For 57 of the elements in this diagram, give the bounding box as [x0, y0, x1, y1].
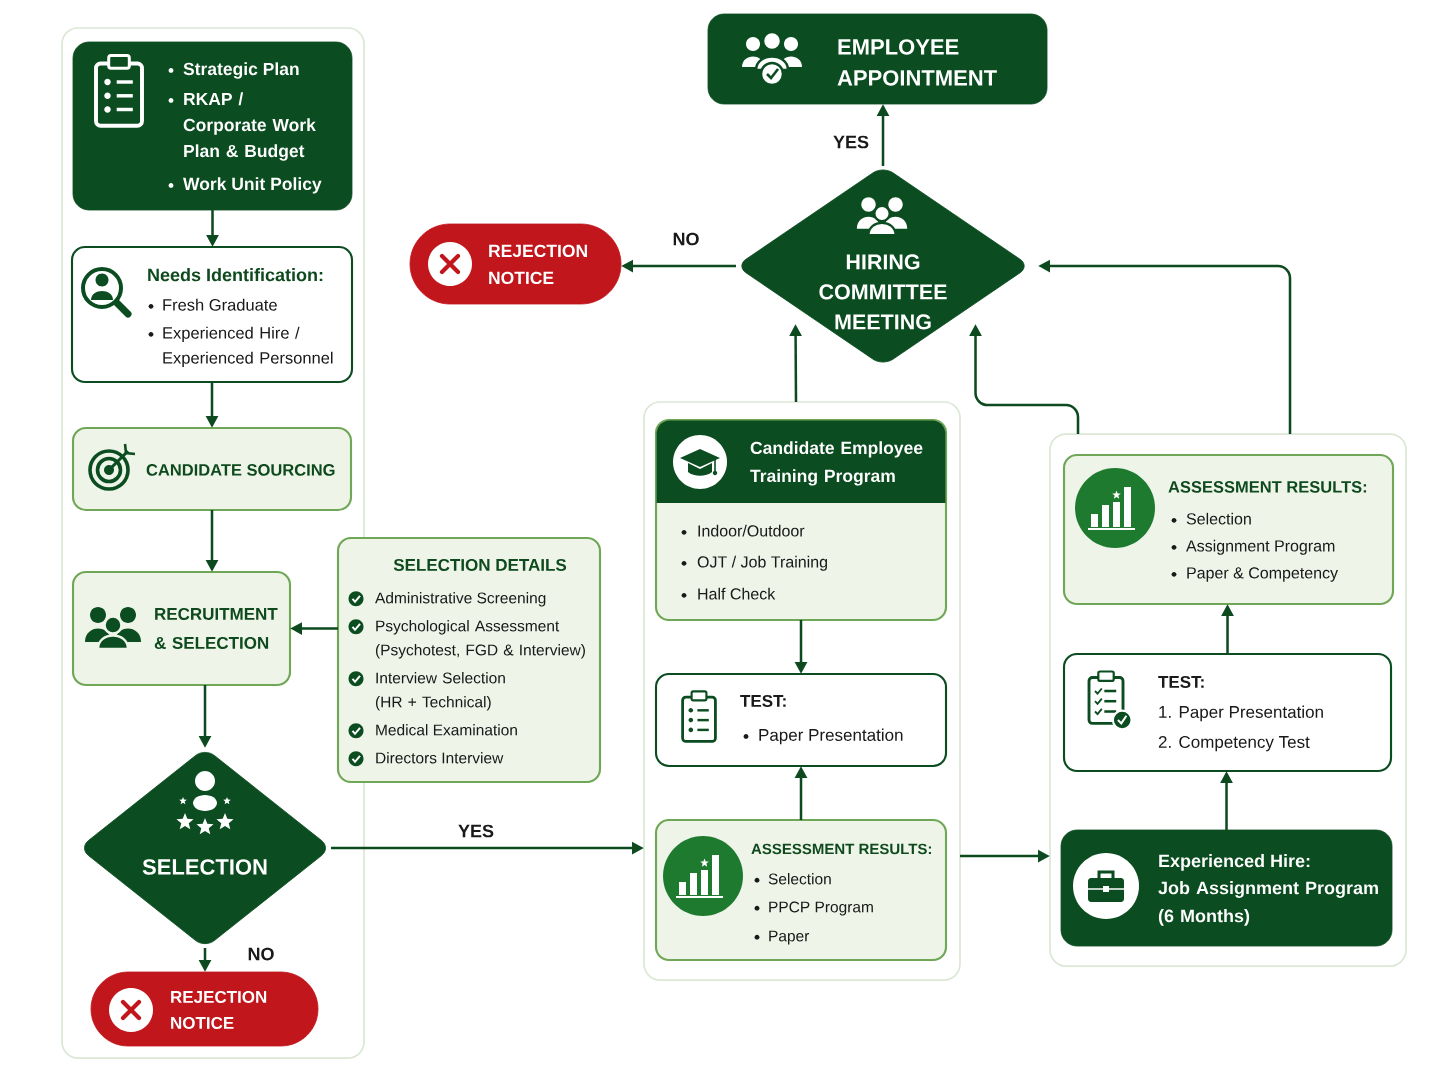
list-item: Paper Presentation [759, 728, 903, 745]
list-item: Experienced Hire / Experienced Personnel [163, 326, 333, 368]
list-item: Selection [1186, 512, 1251, 525]
list-item: Work Unit Policy [183, 177, 322, 194]
step-title: REJECTION NOTICE [489, 244, 587, 285]
process-box [71, 570, 292, 687]
terminal-box [90, 971, 319, 1047]
list-item: Directors Interview [376, 752, 504, 764]
terminal-box [409, 223, 622, 305]
step-title: Job Assignment Program (6 Months) [1158, 881, 1378, 926]
list-item: 2. Competency Test [1158, 735, 1310, 752]
heading: Needs Identification: [148, 268, 323, 282]
heading: Experienced Hire: [1159, 854, 1310, 871]
process-box [1062, 453, 1395, 606]
process-box [654, 672, 948, 768]
process-box [1062, 652, 1393, 773]
list-item: Half Check [698, 587, 776, 600]
decision-diamond [84, 752, 326, 945]
list-item: Indoor/Outdoor [698, 524, 805, 537]
list-item: RKAP / Corporate Work Plan & Budget [183, 92, 316, 161]
list-item: Interview Selection (HR + Technical) [375, 672, 505, 711]
list-item: Selection [768, 873, 831, 885]
process-box [1060, 829, 1393, 947]
list-item: Administrative Screening [375, 592, 546, 607]
process-box [336, 536, 602, 784]
heading: Candidate Employee Training Program [750, 441, 923, 486]
edge-label: NO [670, 230, 702, 248]
list-item: Medical Examination [376, 724, 517, 736]
heading: TEST: [740, 694, 786, 707]
process-box [654, 818, 948, 962]
decision-label: HIRING COMMITTEE MEETING [819, 254, 947, 330]
list-item: Paper & Competency [1187, 567, 1339, 582]
program-card [654, 418, 948, 622]
edge-label: YES [831, 133, 871, 151]
step-title: CANDIDATE SOURCING [146, 464, 335, 476]
step-title: RECRUITMENT & SELECTION [154, 607, 278, 649]
heading: SELECTION DETAILS [393, 558, 567, 571]
list-item: Strategic Plan [183, 62, 299, 79]
list-item: Assignment Program [1186, 539, 1335, 555]
list-item: PPCP Program [769, 901, 873, 916]
list-item: 1. Paper Presentation [1159, 705, 1323, 722]
list-item: Paper [769, 930, 810, 945]
list-item: OJT / Job Training [697, 555, 827, 571]
decision-diamond [741, 169, 1025, 363]
heading: ASSESSMENT RESULTS: [751, 843, 931, 855]
edge-label: YES [456, 822, 496, 840]
process-box [70, 245, 354, 384]
heading: TEST: [1158, 675, 1204, 688]
list-item: Psychological Assessment (Psychotest, FGD & Interview) [375, 620, 585, 659]
process-box [707, 13, 1048, 105]
step-title: EMPLOYEE APPOINTMENT [837, 39, 997, 86]
heading: ASSESSMENT RESULTS: [1168, 481, 1367, 493]
step-title: REJECTION NOTICE [171, 990, 267, 1029]
list-item: Fresh Graduate [163, 298, 277, 311]
decision-label: SELECTION [142, 859, 267, 875]
process-box [72, 41, 353, 211]
process-box [71, 426, 353, 512]
